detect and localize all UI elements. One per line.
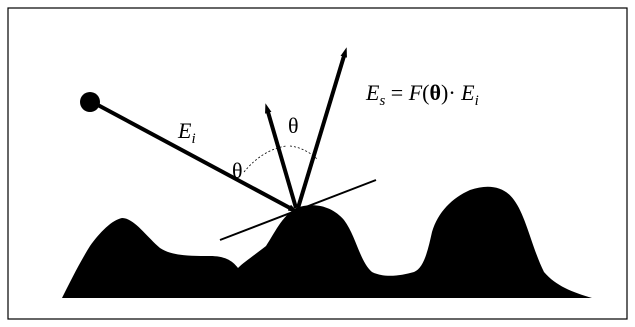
scattered-field-equation: Es = F(θ)· Ei bbox=[365, 80, 479, 109]
scattered-ray-arrow bbox=[296, 47, 347, 209]
surface-normal-arrow bbox=[265, 103, 298, 209]
figure-frame bbox=[7, 7, 628, 320]
light-source bbox=[80, 92, 100, 112]
incidence-angle-label: θ bbox=[232, 158, 243, 183]
incident-ray-label: Ei bbox=[177, 118, 196, 147]
angle-arc-reflection bbox=[289, 145, 319, 161]
rough-surface bbox=[62, 186, 592, 298]
angle-arc-incidence bbox=[243, 145, 287, 173]
reflection-angle-label: θ bbox=[288, 113, 299, 138]
incident-ray-arrow bbox=[95, 102, 299, 213]
